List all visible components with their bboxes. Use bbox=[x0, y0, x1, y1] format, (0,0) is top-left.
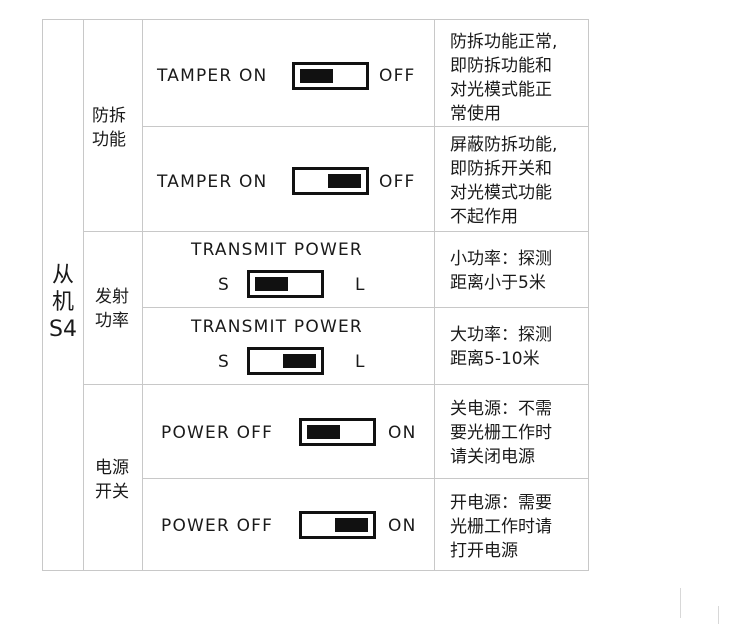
column-divider-1 bbox=[83, 19, 84, 571]
switch-knob bbox=[283, 354, 316, 368]
switch-right-label: OFF bbox=[379, 66, 416, 86]
tamper-dip-switch[interactable] bbox=[292, 167, 369, 195]
master-unit-line2: 机 bbox=[51, 290, 74, 315]
table-border-bottom bbox=[42, 570, 589, 571]
master-unit-label: 从 机 S4 bbox=[44, 262, 82, 343]
switch-left-label: TAMPER ON bbox=[157, 172, 268, 192]
group-label-line1: 发射 bbox=[95, 287, 129, 307]
group-label-power: 电源 开关 bbox=[95, 456, 129, 504]
switch-knob bbox=[300, 69, 333, 83]
row-divider-3 bbox=[142, 478, 589, 479]
description-line: 对光模式能正 bbox=[450, 80, 552, 100]
group-label-line2: 功率 bbox=[95, 311, 129, 331]
column-divider-3 bbox=[434, 19, 435, 571]
description-line: 即防拆开关和 bbox=[450, 159, 552, 179]
description-line: 屏蔽防拆功能, bbox=[450, 135, 558, 155]
switch-left-label: POWER OFF bbox=[161, 423, 274, 443]
switch-left-label: S bbox=[218, 352, 230, 372]
description-line: 常使用 bbox=[450, 104, 501, 124]
group-divider-2 bbox=[83, 384, 589, 385]
power-dip-switch[interactable] bbox=[299, 511, 376, 539]
description-line: 即防拆功能和 bbox=[450, 56, 552, 76]
table-border-right bbox=[588, 19, 589, 571]
row-divider-2 bbox=[142, 307, 589, 308]
tamper-dip-switch[interactable] bbox=[292, 62, 369, 90]
switch-knob bbox=[328, 174, 361, 188]
description-line: 要光栅工作时 bbox=[450, 423, 552, 443]
group-label-line1: 防拆 bbox=[92, 106, 126, 126]
master-unit-line1: 从 bbox=[51, 263, 74, 288]
description-line: 不起作用 bbox=[450, 207, 518, 227]
description-cell: 开电源：需要 光栅工作时请 打开电源 bbox=[450, 491, 552, 563]
edge-mark bbox=[680, 588, 681, 618]
description-line: 打开电源 bbox=[450, 541, 518, 561]
power-dip-switch[interactable] bbox=[299, 418, 376, 446]
switch-title-label: TRANSMIT POWER bbox=[191, 317, 363, 337]
group-divider-1 bbox=[83, 231, 589, 232]
switch-right-label: ON bbox=[388, 423, 417, 443]
switch-knob bbox=[307, 425, 340, 439]
master-unit-line3: S4 bbox=[49, 317, 77, 342]
description-line: 距离小于5米 bbox=[450, 273, 546, 293]
group-label-line1: 电源 bbox=[95, 458, 129, 478]
table-border-left bbox=[42, 19, 43, 571]
description-line: 大功率：探测 bbox=[450, 325, 552, 345]
switch-right-label: OFF bbox=[379, 172, 416, 192]
group-label-line2: 开关 bbox=[95, 482, 129, 502]
switch-right-label: L bbox=[355, 275, 366, 295]
group-label-transmit: 发射 功率 bbox=[95, 285, 129, 333]
description-cell: 小功率：探测 距离小于5米 bbox=[450, 247, 552, 295]
switch-title-label: TRANSMIT POWER bbox=[191, 240, 363, 260]
edge-mark bbox=[718, 606, 719, 624]
switch-knob bbox=[255, 277, 288, 291]
description-line: 距离5-10米 bbox=[450, 349, 540, 369]
switch-knob bbox=[335, 518, 368, 532]
switch-left-label: S bbox=[218, 275, 230, 295]
description-line: 小功率：探测 bbox=[450, 249, 552, 269]
description-line: 开电源：需要 bbox=[450, 493, 552, 513]
group-label-tamper: 防拆 功能 bbox=[92, 104, 126, 152]
group-label-line2: 功能 bbox=[92, 130, 126, 150]
switch-left-label: POWER OFF bbox=[161, 516, 274, 536]
description-cell: 大功率：探测 距离5-10米 bbox=[450, 323, 552, 371]
row-divider-1 bbox=[142, 126, 589, 127]
description-cell: 屏蔽防拆功能, 即防拆开关和 对光模式功能 不起作用 bbox=[450, 133, 557, 229]
description-line: 关电源：不需 bbox=[450, 399, 552, 419]
description-cell: 防拆功能正常, 即防拆功能和 对光模式能正 常使用 bbox=[450, 30, 557, 126]
description-line: 请关闭电源 bbox=[450, 447, 535, 467]
description-line: 光栅工作时请 bbox=[450, 517, 552, 537]
description-line: 防拆功能正常, bbox=[450, 32, 558, 52]
column-divider-2 bbox=[142, 19, 143, 571]
description-cell: 关电源：不需 要光栅工作时 请关闭电源 bbox=[450, 397, 552, 469]
description-line: 对光模式功能 bbox=[450, 183, 552, 203]
transmit-power-dip-switch[interactable] bbox=[247, 347, 324, 375]
transmit-power-dip-switch[interactable] bbox=[247, 270, 324, 298]
table-border-top bbox=[42, 19, 589, 20]
switch-left-label: TAMPER ON bbox=[157, 66, 268, 86]
switch-right-label: L bbox=[355, 352, 366, 372]
switch-right-label: ON bbox=[388, 516, 417, 536]
